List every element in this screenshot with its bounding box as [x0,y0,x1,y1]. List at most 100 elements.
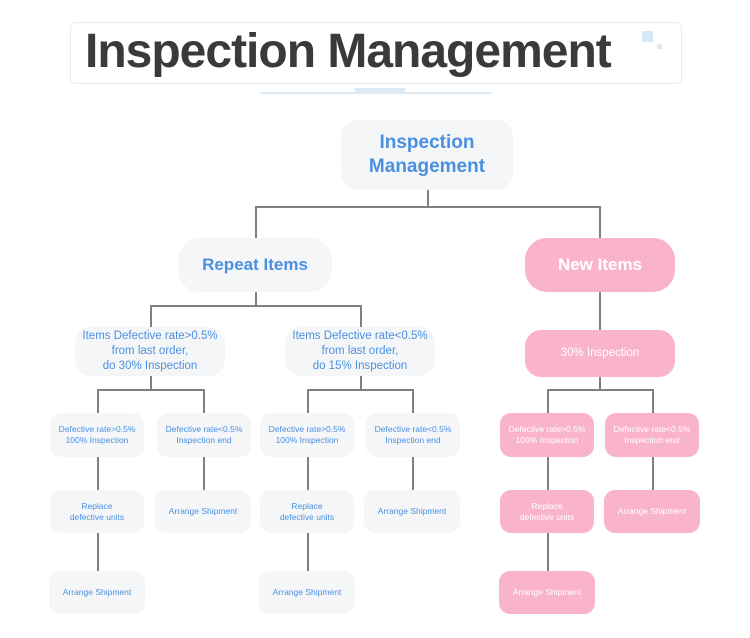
node-new-arrange-shipment-mid[interactable]: Arrange Shipment [604,490,700,533]
connector-new-insp-left [547,389,549,413]
node-r2-defect-low[interactable]: Defective rate<0.5% Inspection end [366,413,460,457]
connector-new-insp-down [599,376,601,390]
connector-root-down [427,190,429,207]
node-new-replace-defective-units[interactable]: Replace defective units [500,490,594,533]
connector-n2-to-arrange [203,457,205,490]
line-2: 100% Inspection [275,435,339,445]
node-repeat-high-defect-text: Items Defective rate>0.5% from last orde… [82,329,217,373]
line-1: Defective rate>0.5% [268,424,346,435]
line-2: defective units [69,511,125,522]
node-repeat-high-defect[interactable]: Items Defective rate>0.5% from last orde… [75,327,225,376]
connector-n5-to-replace [547,457,549,490]
node-new-30-inspection[interactable]: 30% Inspection [525,330,675,377]
node-r1-defect-high-text: Defective rate>0.5% 100% Inspection [59,424,136,446]
node-r1-replace-text: Replace defective units [70,501,124,523]
connector-rh-left [97,389,99,413]
node-r2-arrange-shipment[interactable]: Arrange Shipment [364,490,460,533]
line-1: Replace [291,500,323,511]
node-r1-arrange-shipment-label: Arrange Shipment [168,506,238,517]
line-1: Items Defective rate>0.5% [82,330,218,343]
title-banner: Inspection Management [70,22,682,84]
connector-n3-to-replace [307,457,309,490]
node-r1-arrange-shipment-final[interactable]: Arrange Shipment [49,571,145,614]
line-2: from last order, [111,345,189,358]
decor-square-small-icon [657,44,662,49]
node-r2-replace-defective-units[interactable]: Replace defective units [260,490,354,533]
line-2: Inspection end [624,435,680,445]
node-new-30-inspection-label: 30% Inspection [560,347,640,360]
node-new-defect-high-text: Defective rate>0.5% 100% Inspection [509,424,586,446]
node-new-defect-low[interactable]: Defective rate<0.5% Inspection end [605,413,699,457]
connector-repeat-bar [150,305,361,307]
line-2: Inspection end [385,435,441,445]
line-1: Defective rate>0.5% [58,424,136,435]
node-repeat-items[interactable]: Repeat Items [178,238,332,292]
connector-rl-down [360,376,362,390]
connector-new-down [599,292,601,330]
node-r1-defect-low[interactable]: Defective rate<0.5% Inspection end [157,413,251,457]
line-1: Items Defective rate<0.5% [292,330,428,343]
node-new-items-label: New Items [557,255,643,275]
connector-n4-to-arrange [412,457,414,490]
node-repeat-low-defect[interactable]: Items Defective rate<0.5% from last orde… [285,327,435,376]
node-r2-defect-high-text: Defective rate>0.5% 100% Inspection [269,424,346,446]
line-1: Replace [531,500,563,511]
line-2: 100% Inspection [515,435,579,445]
node-r2-arrange-shipment-label: Arrange Shipment [377,506,447,517]
node-r2-defect-low-text: Defective rate<0.5% Inspection end [375,424,452,446]
connector-repeat-left [150,305,152,327]
node-r2-replace-text: Replace defective units [280,501,334,523]
line-3: do 30% Inspection [102,359,198,372]
connector-n1-to-replace [97,457,99,490]
line-1: Defective rate<0.5% [165,424,243,435]
node-new-replace-text: Replace defective units [520,501,574,523]
node-r1-defect-low-text: Defective rate<0.5% Inspection end [166,424,243,446]
connector-new-insp-right [652,389,654,413]
connector-repeat-right [360,305,362,327]
node-root-inspection-management[interactable]: Inspection Management [341,120,513,190]
connector-new-insp-bar [547,389,652,391]
connector-to-new [599,206,601,238]
node-r2-arrange-shipment-final[interactable]: Arrange Shipment [259,571,355,614]
node-r1-defect-high[interactable]: Defective rate>0.5% 100% Inspection [50,413,144,457]
node-r1-arrange-shipment[interactable]: Arrange Shipment [155,490,251,533]
line-2: defective units [519,511,575,522]
node-repeat-low-defect-text: Items Defective rate<0.5% from last orde… [292,329,427,373]
line-3: do 15% Inspection [312,359,408,372]
line-2: Inspection end [176,435,232,445]
connector-replace3-to-arrange [547,533,549,571]
connector-to-repeat [255,206,257,238]
node-r2-defect-high[interactable]: Defective rate>0.5% 100% Inspection [260,413,354,457]
connector-rl-left [307,389,309,413]
line-2: 100% Inspection [65,435,129,445]
connector-level2-bar [255,206,600,208]
connector-n6-to-arrange [652,457,654,490]
connector-replace2-to-arrange [307,533,309,571]
line-2: from last order, [321,345,399,358]
node-new-items[interactable]: New Items [525,238,675,292]
line-1: Replace [81,500,113,511]
connector-rh-bar [97,389,204,391]
node-root-label: Inspection Management [368,131,486,177]
line-1: Defective rate>0.5% [508,424,586,435]
node-r2-arrange-shipment-final-label: Arrange Shipment [272,587,342,598]
connector-replace1-to-arrange [97,533,99,571]
decor-square-large-icon [642,31,653,42]
connector-repeat-down [255,292,257,306]
line-1: Defective rate<0.5% [613,424,691,435]
node-new-arrange-shipment-final-label: Arrange Shipment [512,587,582,598]
connector-rh-down [150,376,152,390]
title-underline-accent [355,88,405,94]
node-r1-replace-defective-units[interactable]: Replace defective units [50,490,144,533]
connector-rl-right [412,389,414,413]
connector-rl-bar [307,389,413,391]
page-title: Inspection Management [85,25,612,78]
node-r1-arrange-shipment-final-label: Arrange Shipment [62,587,132,598]
node-new-arrange-shipment-mid-label: Arrange Shipment [617,506,687,517]
connector-rh-right [203,389,205,413]
node-new-defect-low-text: Defective rate<0.5% Inspection end [614,424,691,446]
node-new-arrange-shipment-final[interactable]: Arrange Shipment [499,571,595,614]
node-new-defect-high[interactable]: Defective rate>0.5% 100% Inspection [500,413,594,457]
node-repeat-items-label: Repeat Items [202,255,308,275]
line-1: Defective rate<0.5% [374,424,452,435]
